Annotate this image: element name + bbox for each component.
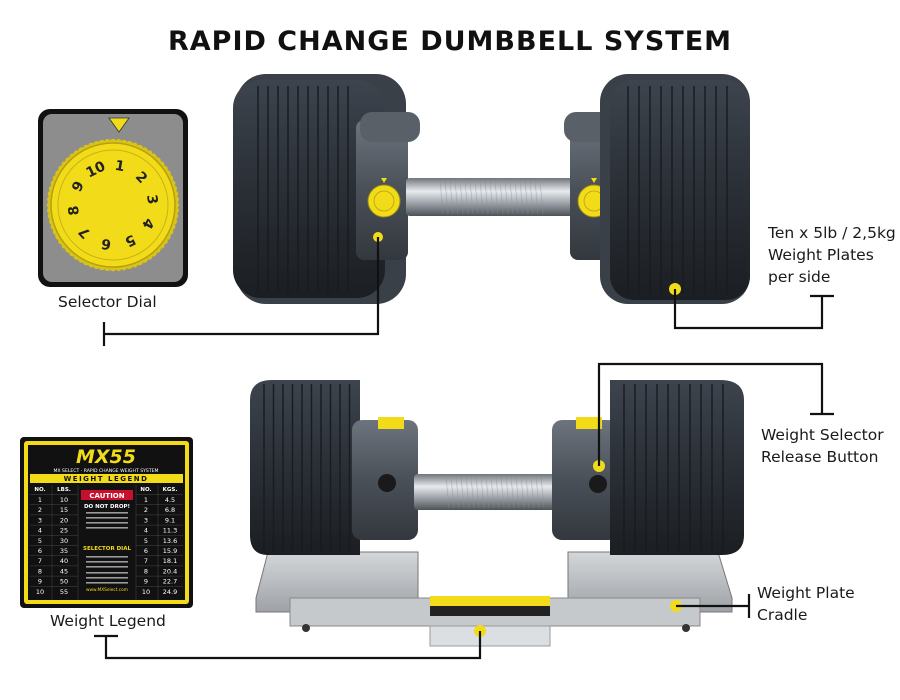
legend-header: WEIGHT LEGEND xyxy=(64,475,149,483)
legend-kgs-no: 10 xyxy=(142,588,150,596)
legend-lbs-value: 30 xyxy=(60,537,68,545)
legend-lbs-value: 25 xyxy=(60,527,68,535)
bottom-dumbbell xyxy=(250,380,744,647)
legend-kgs-value: 6.8 xyxy=(165,506,175,514)
legend-lbs-no: 2 xyxy=(38,506,42,514)
top-dumbbell xyxy=(233,74,750,304)
legend-tagline: MX SELECT · RAPID CHANGE WEIGHT SYSTEM xyxy=(53,468,158,474)
legend-kgs-value: 4.5 xyxy=(165,496,175,504)
legend-col-no-right: NO. xyxy=(140,487,151,493)
left-cradle-end xyxy=(255,551,419,613)
legend-kgs-no: 3 xyxy=(144,516,148,524)
legend-lbs-no: 7 xyxy=(38,557,42,565)
legend-lbs-value: 10 xyxy=(60,496,68,504)
legend-kgs-value: 11.3 xyxy=(163,527,177,535)
legend-do-not-drop: DO NOT DROP! xyxy=(84,504,130,510)
legend-lbs-value: 15 xyxy=(60,506,68,514)
legend-kgs-value: 15.9 xyxy=(163,547,177,555)
legend-website: www.MXSelect.com xyxy=(86,587,128,593)
legend-kgs-value: 13.6 xyxy=(163,537,177,545)
legend-kgs-no: 4 xyxy=(144,527,148,535)
legend-lbs-no: 8 xyxy=(38,567,42,575)
weight-legend-card: MX55 MX SELECT · RAPID CHANGE WEIGHT SYS… xyxy=(20,437,193,608)
legend-kgs-no: 5 xyxy=(144,537,148,545)
legend-lbs-no: 9 xyxy=(38,578,42,586)
selector-dial-knob xyxy=(50,142,176,268)
legend-lbs-no: 1 xyxy=(38,496,42,504)
legend-kgs-value: 18.1 xyxy=(163,557,177,565)
legend-kgs-value: 9.1 xyxy=(165,516,175,524)
dial-number: 6 xyxy=(100,235,112,252)
legend-kgs-value: 20.4 xyxy=(163,567,177,575)
callout-release-button: Weight Selector Release Button xyxy=(761,426,884,466)
callout-weight-legend: Weight Legend xyxy=(50,612,166,630)
legend-col-lbs: LBS. xyxy=(57,487,71,493)
bottom-right-plate-stack xyxy=(610,380,744,555)
legend-lbs-no: 6 xyxy=(38,547,42,555)
leader-weight-plates xyxy=(673,289,824,330)
legend-col-kgs: KGS. xyxy=(163,487,178,493)
bottom-left-plate-stack xyxy=(250,380,360,555)
legend-brand: MX55 xyxy=(76,446,136,468)
legend-lbs-value: 50 xyxy=(60,578,68,586)
callout-weight-plates: Ten x 5lb / 2,5kg Weight Plates per side xyxy=(768,224,896,286)
legend-lbs-value: 35 xyxy=(60,547,68,555)
dial-number: 3 xyxy=(143,194,160,206)
legend-lbs-value: 20 xyxy=(60,516,68,524)
cradle-label-strip xyxy=(430,596,550,606)
legend-lbs-value: 45 xyxy=(60,567,68,575)
legend-lbs-no: 3 xyxy=(38,516,42,524)
callout-selector-dial: Selector Dial xyxy=(58,293,157,311)
legend-lbs-no: 10 xyxy=(36,588,44,596)
leader-weight-legend xyxy=(104,631,482,660)
legend-kgs-no: 8 xyxy=(144,567,148,575)
legend-kgs-no: 6 xyxy=(144,547,148,555)
leader-lines xyxy=(94,237,834,660)
callout-plate-cradle: Weight Plate Cradle xyxy=(757,584,855,624)
legend-selector-dial: SELECTOR DIAL xyxy=(83,546,131,552)
right-plate-stack xyxy=(610,80,750,300)
leader-selector-dial xyxy=(104,237,380,336)
dial-number: 1 xyxy=(114,158,126,175)
page-title: RAPID CHANGE DUMBBELL SYSTEM xyxy=(167,26,733,57)
dial-number: 10 xyxy=(84,158,109,181)
left-selector-dial xyxy=(367,184,401,218)
legend-kgs-value: 24.9 xyxy=(163,588,177,596)
legend-lbs-value: 40 xyxy=(60,557,68,565)
legend-lbs-value: 55 xyxy=(60,588,68,596)
legend-lbs-no: 5 xyxy=(38,537,42,545)
legend-kgs-no: 1 xyxy=(144,496,148,504)
top-handle xyxy=(406,178,576,216)
legend-col-no-left: NO. xyxy=(34,487,45,493)
dial-indicator-arrow-icon xyxy=(108,117,130,133)
dial-number: 8 xyxy=(66,204,83,216)
legend-kgs-no: 9 xyxy=(144,578,148,586)
bottom-handle xyxy=(414,474,576,510)
legend-caution: CAUTION xyxy=(89,492,124,500)
legend-kgs-no: 2 xyxy=(144,506,148,514)
bottom-right-housing xyxy=(552,420,618,540)
leader-release-button xyxy=(597,362,824,466)
release-button xyxy=(589,475,607,493)
legend-kgs-value: 22.7 xyxy=(163,578,177,586)
legend-lbs-no: 4 xyxy=(38,527,42,535)
legend-kgs-no: 7 xyxy=(144,557,148,565)
left-plate-stack xyxy=(233,80,385,298)
